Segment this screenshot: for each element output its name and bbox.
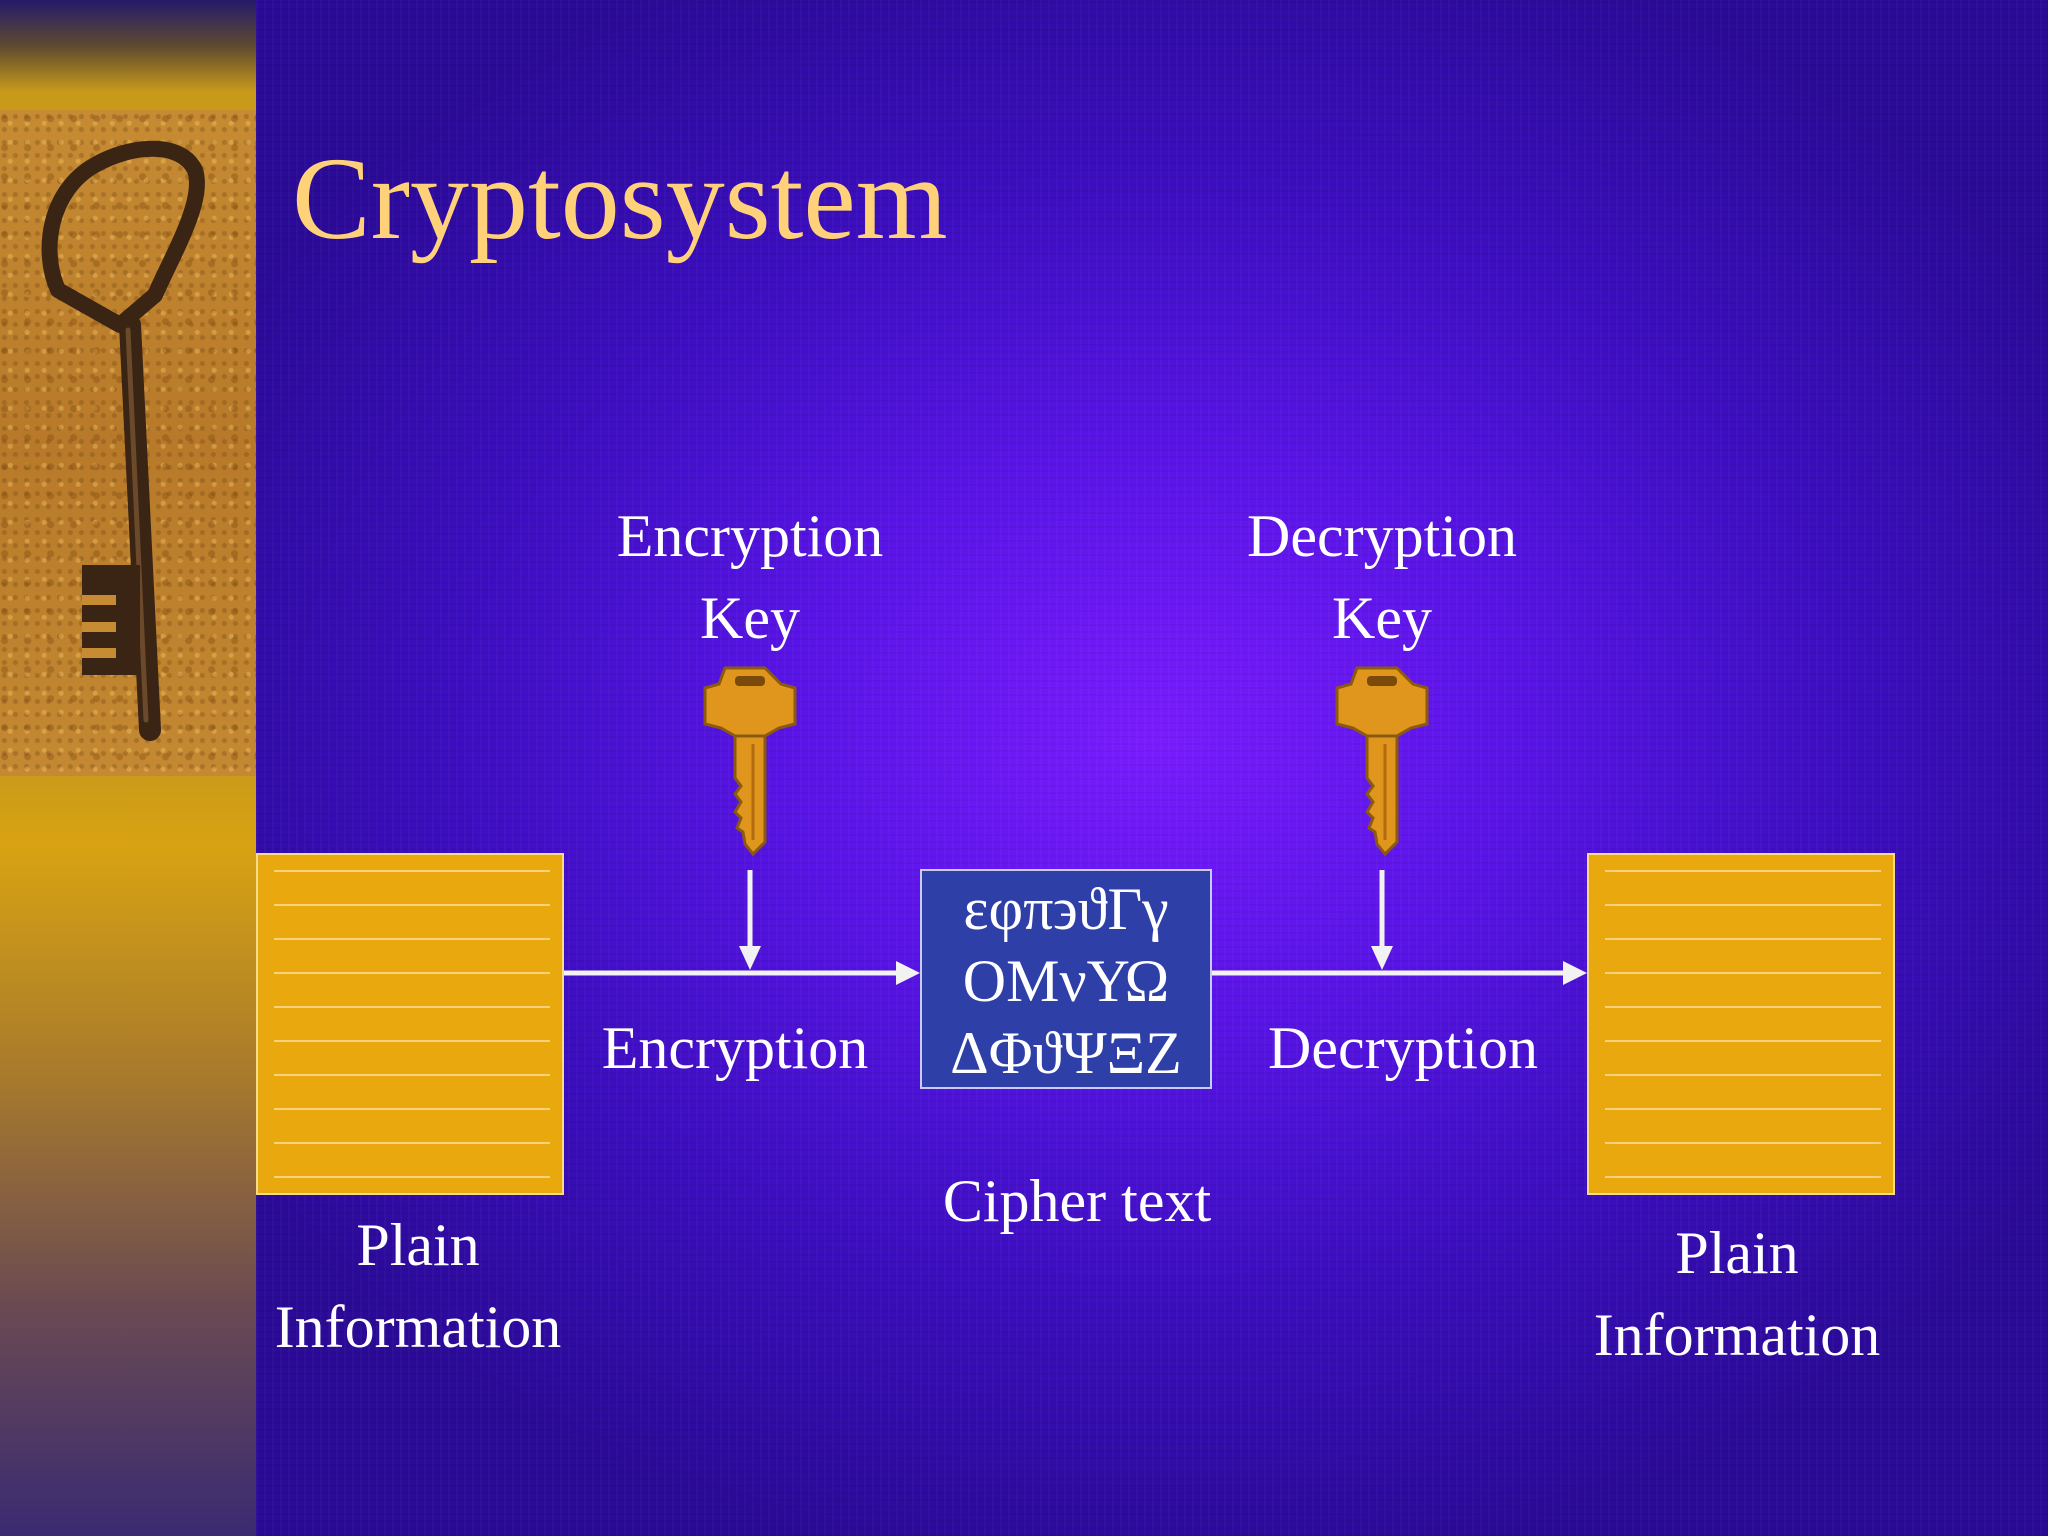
arrow-encryption-key-down-head	[739, 946, 761, 970]
decryption-process-label: Decryption	[1268, 1015, 1538, 1081]
plain-information-right-label: Plain Information	[1557, 1212, 1917, 1376]
cipher-line-2: ΟΜνΥΩ	[962, 948, 1170, 1014]
main-panel	[256, 0, 2048, 1536]
old-key-photo	[0, 110, 256, 776]
arrow-decryption-key-down-head	[1371, 946, 1393, 970]
decryption-key-icon	[1335, 666, 1429, 857]
arrow-cipher-to-plain-head	[1563, 961, 1587, 985]
arrow-plain-to-cipher-head	[896, 961, 920, 985]
cipher-text-caption: Cipher text	[942, 1168, 1212, 1234]
plain-right-line2: Information	[1593, 1302, 1881, 1368]
cipher-line-1: εφπ϶ϑΓγ	[963, 876, 1169, 942]
decryption-key-label: Decryption Key	[1222, 495, 1542, 659]
decryption-key-label-line1: Decryption	[1247, 503, 1517, 569]
slide-title: Cryptosystem	[292, 133, 948, 264]
decryption-key-label-line2: Key	[1332, 585, 1432, 651]
encryption-key-label-line2: Key	[700, 585, 800, 651]
encryption-key-label: Encryption Key	[590, 495, 910, 659]
plain-left-line1: Plain	[356, 1212, 480, 1278]
left-decorative-strip	[0, 0, 256, 1536]
plain-left-line2: Information	[274, 1294, 562, 1360]
cipher-line-3: ΔΦϑΨΞΖ	[950, 1020, 1182, 1086]
cipher-text-box: εφπ϶ϑΓγ ΟΜνΥΩ ΔΦϑΨΞΖ	[920, 869, 1212, 1089]
plain-information-left-label: Plain Information	[238, 1204, 598, 1368]
plain-document-left	[256, 853, 564, 1195]
encryption-process-label: Encryption	[601, 1015, 869, 1081]
plain-document-right	[1587, 853, 1895, 1195]
plain-right-line1: Plain	[1675, 1220, 1799, 1286]
encryption-key-label-line1: Encryption	[616, 503, 884, 569]
encryption-key-icon	[703, 666, 797, 857]
